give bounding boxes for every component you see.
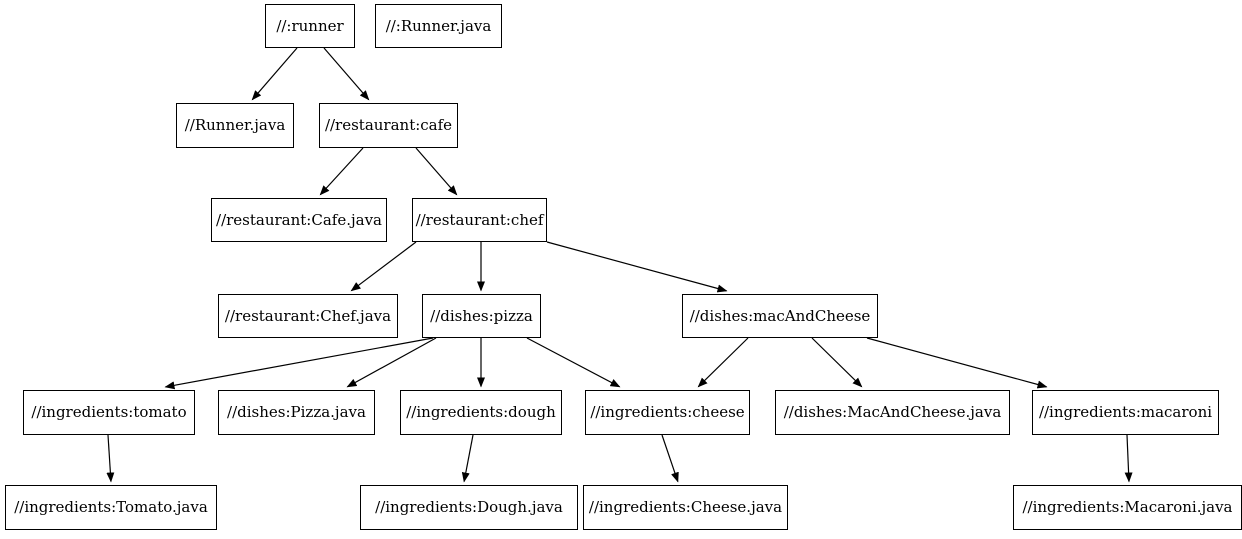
graph-node-ing_cheese[interactable]: //ingredients:cheese <box>585 390 750 435</box>
graph-node-label: //restaurant:Cafe.java <box>216 210 382 229</box>
graph-node-label: //ingredients:Tomato.java <box>14 498 208 516</box>
graph-node-dishes_mac[interactable]: //dishes:macAndCheese <box>682 294 878 338</box>
graph-node-restaurant_cafe[interactable]: //restaurant:cafe <box>319 103 458 148</box>
graph-edge-ing_dough-to-dough_java <box>461 434 474 483</box>
graph-node-ing_tomato[interactable]: //ingredients:tomato <box>23 390 195 435</box>
graph-node-dough_java[interactable]: //ingredients:Dough.java <box>360 485 578 530</box>
graph-node-label: //ingredients:cheese <box>590 403 745 421</box>
graph-edge-dishes_pizza-to-ing_tomato <box>164 337 434 390</box>
graph-node-tomato_java[interactable]: //ingredients:Tomato.java <box>5 485 217 530</box>
graph-edge-restaurant_cafe-to-restaurant_chef <box>415 147 458 196</box>
graph-node-runner_java[interactable]: //Runner.java <box>176 103 294 148</box>
graph-node-pizza_java[interactable]: //dishes:Pizza.java <box>218 390 375 435</box>
graph-edge-ing_cheese-to-cheese_java <box>661 434 679 483</box>
graph-edge-dishes_mac-to-mac_java <box>811 337 863 388</box>
graph-node-label: //ingredients:Dough.java <box>375 498 563 516</box>
graph-node-label: //restaurant:cafe <box>324 116 453 134</box>
graph-node-cafe_java[interactable]: //restaurant:Cafe.java <box>211 198 387 242</box>
graph-node-label: //restaurant:chef <box>415 210 544 229</box>
graph-edge-ing_macaroni-to-macaroni_java <box>1124 434 1133 483</box>
graph-node-mac_java[interactable]: //dishes:MacAndCheese.java <box>775 390 1010 435</box>
graph-node-label: //dishes:MacAndCheese.java <box>783 403 1002 421</box>
graph-edge-dishes_mac-to-ing_macaroni <box>866 337 1048 389</box>
graph-node-label: //ingredients:Cheese.java <box>588 498 783 516</box>
graph-edge-restaurant_chef-to-dishes_mac <box>546 241 728 293</box>
graph-node-label: //ingredients:dough <box>406 403 556 421</box>
graph-node-label: //:runner <box>276 16 344 35</box>
graph-node-label: //restaurant:Chef.java <box>224 306 392 325</box>
graph-node-restaurant_chef[interactable]: //restaurant:chef <box>412 198 547 242</box>
graph-edge-ing_tomato-to-tomato_java <box>106 434 115 483</box>
graph-edge-runner-to-runner_java <box>251 47 298 101</box>
graph-node-label: //ingredients:Macaroni.java <box>1022 498 1233 516</box>
graph-node-label: //ingredients:macaroni <box>1038 403 1213 421</box>
graph-node-runner[interactable]: //:runner <box>265 4 355 48</box>
graph-node-label: //dishes:Pizza.java <box>227 403 366 421</box>
graph-node-label: //:Runner.java <box>385 16 492 35</box>
graph-edge-runner-to-restaurant_cafe <box>323 47 370 101</box>
graph-node-cheese_java[interactable]: //ingredients:Cheese.java <box>583 485 788 530</box>
graph-node-label: //dishes:pizza <box>430 306 533 325</box>
graph-node-ing_dough[interactable]: //ingredients:dough <box>400 390 562 435</box>
graph-node-root_runner_java[interactable]: //:Runner.java <box>375 4 502 48</box>
graph-node-chef_java[interactable]: //restaurant:Chef.java <box>218 294 398 338</box>
graph-edge-dishes_pizza-to-pizza_java <box>346 337 437 388</box>
graph-edge-dishes_mac-to-ing_cheese <box>697 337 749 388</box>
graph-node-dishes_pizza[interactable]: //dishes:pizza <box>422 294 541 338</box>
graph-edge-dishes_pizza-to-ing_cheese <box>526 337 621 388</box>
graph-edge-restaurant_chef-to-chef_java <box>350 241 417 292</box>
graph-edge-restaurant_cafe-to-cafe_java <box>319 147 364 196</box>
graph-node-label: //ingredients:tomato <box>31 403 187 421</box>
graph-node-macaroni_java[interactable]: //ingredients:Macaroni.java <box>1013 485 1242 530</box>
graph-node-label: //dishes:macAndCheese <box>689 306 871 325</box>
graph-node-ing_macaroni[interactable]: //ingredients:macaroni <box>1032 390 1219 435</box>
graph-node-label: //Runner.java <box>184 116 286 134</box>
